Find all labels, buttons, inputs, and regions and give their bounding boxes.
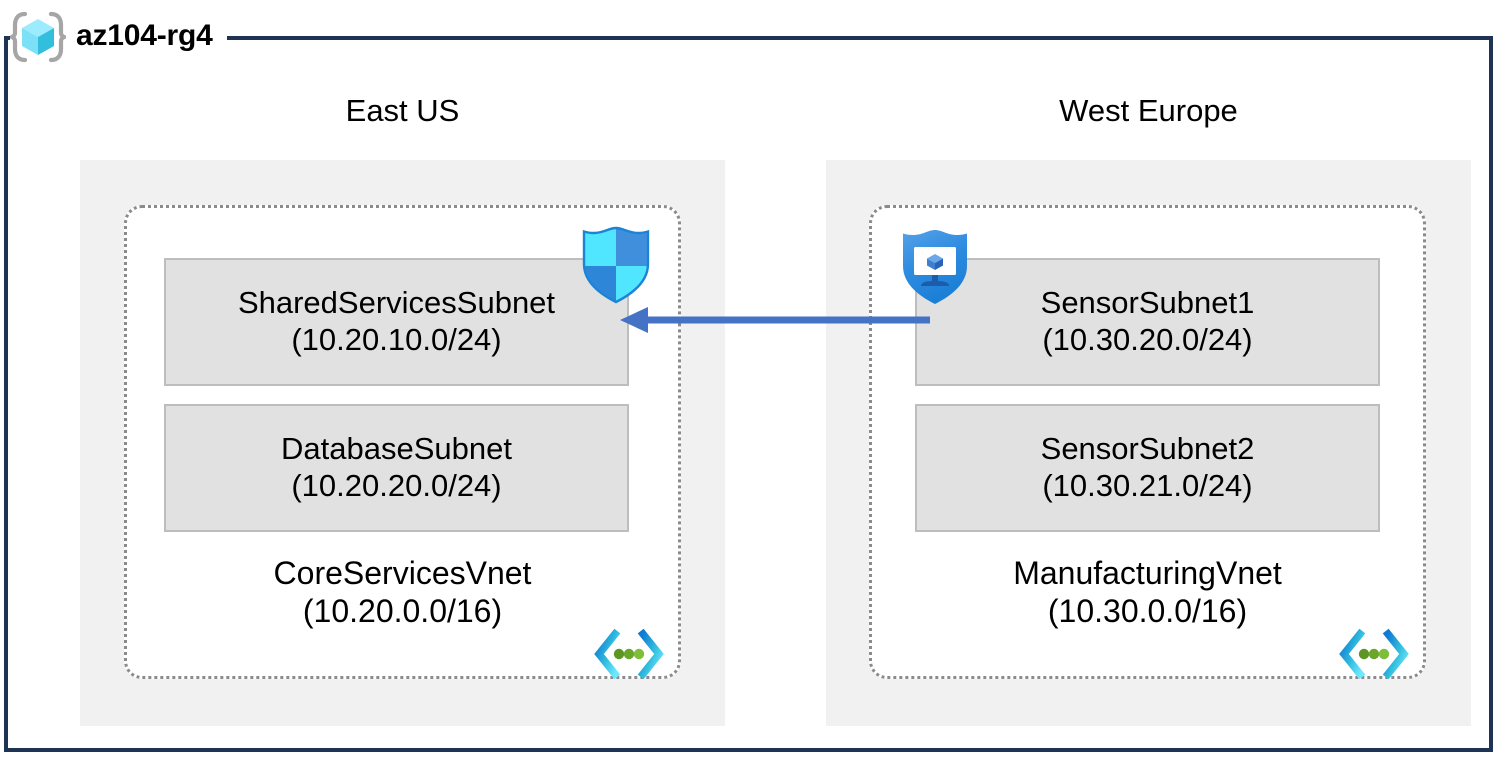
- subnet-name: SharedServicesSubnet: [237, 285, 556, 321]
- resource-group-boundary: [4, 36, 1493, 752]
- subnet-sensorsubnet2: SensorSubnet2 (10.30.21.0/24): [915, 404, 1380, 532]
- virtual-network-icon: [594, 628, 664, 680]
- subnet-address-prefix: (10.30.21.0/24): [1042, 468, 1253, 503]
- subnet-sensorsubnet1: SensorSubnet1 (10.30.20.0/24): [915, 258, 1380, 386]
- resource-group-header: az104-rg4: [10, 6, 227, 68]
- vnet-address-space: (10.30.0.0/16): [1047, 593, 1248, 630]
- subnet-address-prefix: (10.20.20.0/24): [291, 468, 502, 503]
- virtual-network-icon: [1339, 628, 1409, 680]
- subnet-name: DatabaseSubnet: [281, 431, 512, 467]
- subnet-address-prefix: (10.30.20.0/24): [1042, 322, 1253, 357]
- vnet-name: CoreServicesVnet: [273, 555, 532, 591]
- subnet-name: SensorSubnet1: [1040, 285, 1255, 321]
- vnet-peering-arrow: [618, 300, 930, 340]
- region-label-east-us: East US: [345, 93, 460, 128]
- region-label-west-europe: West Europe: [1059, 93, 1238, 128]
- network-security-group-icon: [580, 226, 652, 304]
- subnet-address-prefix: (10.20.10.0/24): [291, 322, 502, 357]
- application-security-group-icon: [899, 228, 971, 306]
- vnet-caption-manufacturingvnet: ManufacturingVnet (10.30.0.0/16): [872, 554, 1423, 631]
- vnet-address-space: (10.20.0.0/16): [302, 593, 503, 630]
- subnet-name: SensorSubnet2: [1040, 431, 1255, 467]
- vnet-name: ManufacturingVnet: [1013, 555, 1282, 591]
- resource-group-icon: [10, 11, 66, 63]
- resource-group-name: az104-rg4: [76, 19, 213, 52]
- vnet-caption-coreservicesvnet: CoreServicesVnet (10.20.0.0/16): [127, 554, 678, 631]
- subnet-databasesubnet: DatabaseSubnet (10.20.20.0/24): [164, 404, 629, 532]
- subnet-sharedservicessubnet: SharedServicesSubnet (10.20.10.0/24): [164, 258, 629, 386]
